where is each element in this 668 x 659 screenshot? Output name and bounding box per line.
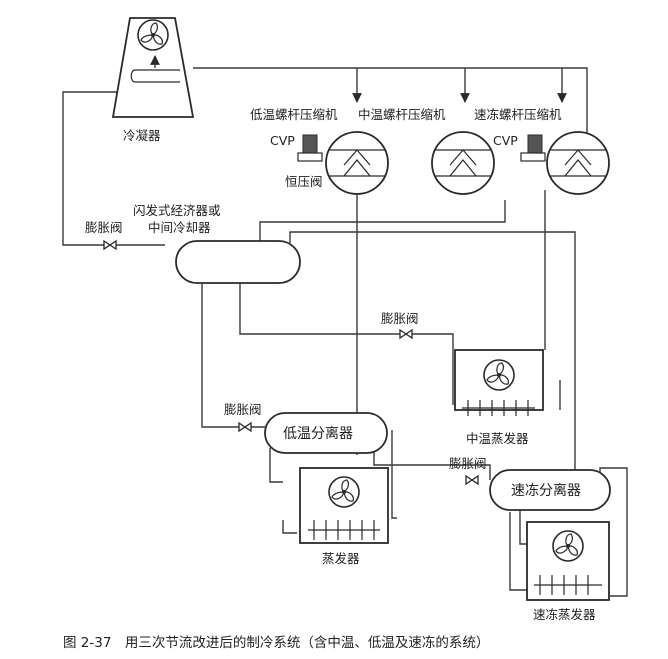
quick-freeze-screw-label: 速冻螺杆压缩机 [474, 107, 562, 122]
expansion-valve-top-label: 膨胀阀 [85, 220, 123, 235]
constant-pressure-valve-label: 恒压阀 [285, 174, 323, 189]
evaporator: 蒸发器 [299, 467, 389, 566]
expansion-valve-right-icon [465, 475, 479, 485]
quick-freeze-separator-label: 速冻分离器 [511, 482, 581, 499]
condenser-label: 冷凝器 [123, 128, 161, 143]
mid-temp-screw-label: 中温螺杆压缩机 [358, 107, 446, 122]
cvp-right-label: CVP [493, 133, 518, 148]
piping [62, 67, 628, 597]
low-temp-screw-label: 低温螺杆压缩机 [250, 107, 338, 122]
flash-economizer: 闪发式经济器或 中间冷却器 [133, 203, 301, 284]
expansion-valve-top: 膨胀阀 [85, 220, 123, 250]
expansion-valve-low-label: 膨胀阀 [224, 402, 262, 417]
economizer-label-line2: 中间冷却器 [148, 220, 211, 235]
low-temp-separator-label: 低温分离器 [283, 425, 353, 442]
figure-caption: 图 2-37 用三次节流改进后的制冷系统（含中温、低温及速冻的系统） [63, 635, 489, 651]
mid-temp-evaporator: 中温蒸发器 [454, 349, 544, 446]
expansion-valve-right: 膨胀阀 [449, 456, 487, 485]
evaporator-label: 蒸发器 [322, 551, 360, 566]
expansion-valve-low-icon [238, 422, 252, 432]
expansion-valve-low: 膨胀阀 [224, 402, 262, 432]
quick-freeze-separator: 速冻分离器 [489, 469, 611, 511]
economizer-label-line1: 闪发式经济器或 [133, 203, 221, 218]
mid-temp-evaporator-label: 中温蒸发器 [466, 431, 529, 446]
cvp-left-label: CVP [270, 133, 295, 148]
quick-freeze-evaporator: 速冻蒸发器 [526, 521, 610, 622]
expansion-valve-mid-label: 膨胀阀 [381, 311, 419, 326]
expansion-valve-mid-icon [399, 329, 413, 339]
expansion-valve-right-label: 膨胀阀 [449, 456, 487, 471]
quick-freeze-screw-compressor: 速冻螺杆压缩机 [474, 107, 610, 195]
low-temp-screw-compressor: 低温螺杆压缩机 [250, 107, 389, 195]
quick-freeze-evaporator-label: 速冻蒸发器 [533, 607, 596, 622]
expansion-valve-top-icon [103, 240, 117, 250]
cvp-valve-left: CVP 恒压阀 [270, 133, 323, 189]
mid-temp-screw-compressor: 中温螺杆压缩机 [358, 107, 495, 195]
expansion-valve-mid: 膨胀阀 [381, 311, 419, 339]
cvp-valve-right: CVP [493, 133, 546, 162]
low-temp-separator: 低温分离器 [264, 412, 388, 454]
condenser: 冷凝器 [111, 17, 195, 143]
